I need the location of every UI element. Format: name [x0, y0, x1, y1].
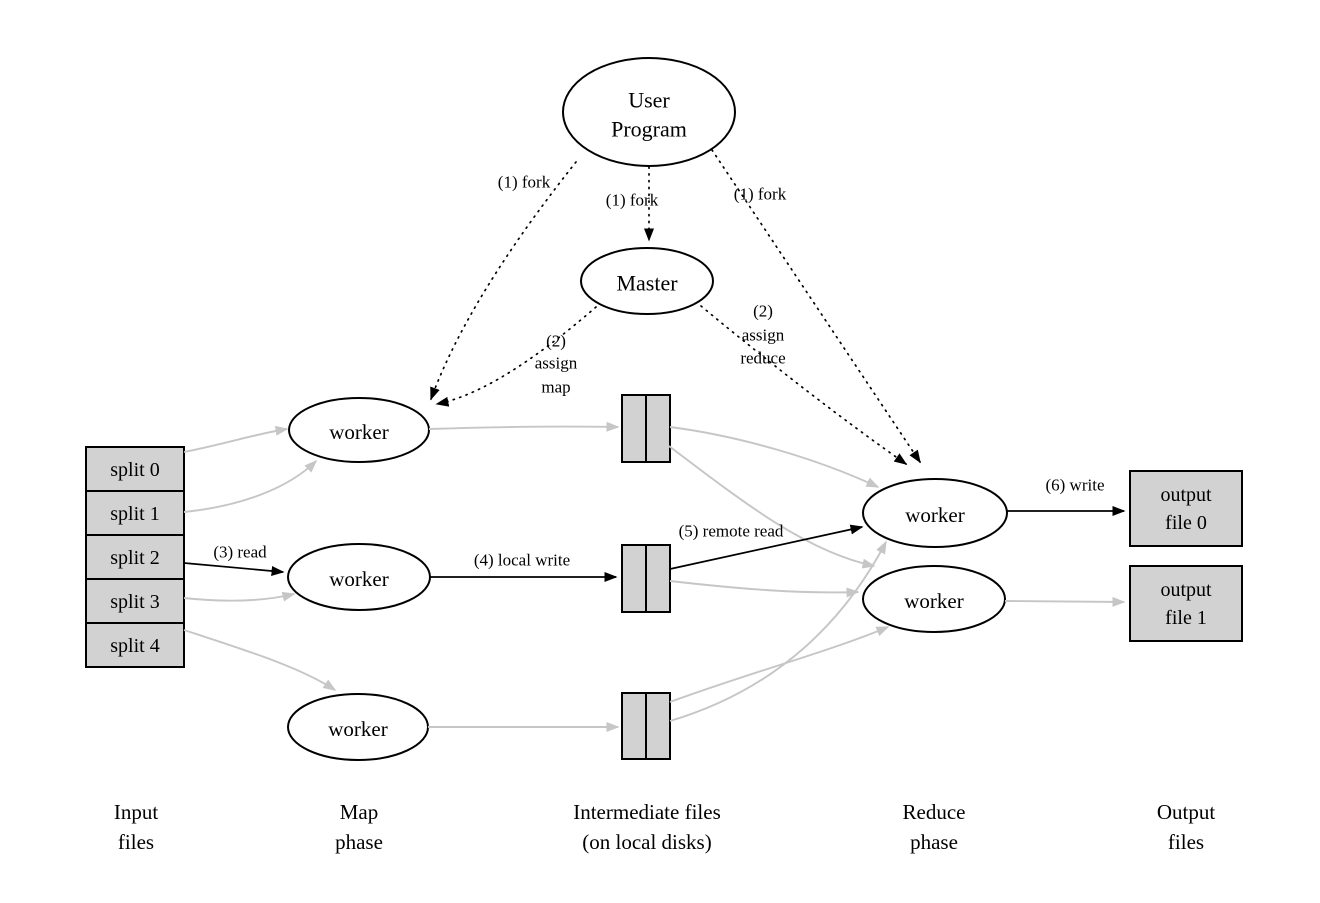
- edge-split0-to-map1: [183, 425, 289, 453]
- master-label: Master: [616, 271, 678, 296]
- edge-read-split2-to-map2: [183, 562, 285, 576]
- output-file-1-label-line2: file 1: [1165, 607, 1207, 629]
- edge-fork-userprogram-to-map1: [430, 161, 577, 401]
- intermediate-file-1: [621, 394, 671, 463]
- edge-split4-to-map3: [183, 629, 337, 691]
- write-label: (6) write: [1045, 476, 1104, 495]
- split-1-label: split 1: [110, 503, 159, 525]
- reduce-worker-2-node: [862, 565, 1006, 633]
- map-worker-1-node: [288, 397, 430, 463]
- phase-input-files-line2: files: [118, 830, 154, 854]
- map-worker-3-label: worker: [328, 717, 387, 741]
- user-program-label-line1: User: [628, 88, 670, 113]
- reduce-worker-2-label: worker: [904, 589, 963, 613]
- phase-output-line2: files: [1168, 830, 1204, 854]
- edge-split3-to-map2: [183, 591, 296, 602]
- phase-map-line2: phase: [335, 830, 383, 854]
- split-4-label: split 4: [110, 635, 159, 657]
- output-file-0-label-line1: output: [1160, 484, 1212, 506]
- assign-map-label-line2: assign: [535, 354, 578, 373]
- assign-reduce-label-line1: (2): [753, 302, 773, 321]
- local-write-label: (4) local write: [474, 551, 570, 570]
- reduce-worker-1-node: [862, 478, 1008, 548]
- reduce-worker-1-label: worker: [905, 503, 964, 527]
- edge-map1-to-intfile1: [428, 421, 620, 432]
- edge-split1-to-map1: [183, 459, 318, 513]
- edge-intfile3-to-reduce2: [669, 626, 890, 703]
- user-program-node: [562, 57, 736, 167]
- split-0-label: split 0: [110, 459, 159, 481]
- split-3-label: split 3: [110, 591, 159, 613]
- output-file-0-label-line2: file 0: [1165, 512, 1207, 534]
- fork-right-label: (1) fork: [734, 185, 787, 204]
- phase-intermediate-line2: (on local disks): [582, 830, 711, 854]
- assign-map-label-line3: map: [541, 378, 570, 397]
- phase-input-files-line1: Input: [114, 800, 158, 824]
- split-box: [85, 578, 185, 624]
- input-splits-stack: [85, 446, 185, 668]
- edge-intfile1-to-reduce1: [669, 426, 880, 488]
- edge-reduce2-to-output1: [1004, 596, 1126, 607]
- user-program-label-line2: Program: [611, 117, 687, 142]
- intermediate-file-2: [621, 544, 671, 613]
- edge-fork-userprogram-to-reduce1: [711, 149, 921, 464]
- phase-reduce-line1: Reduce: [903, 800, 966, 824]
- remote-read-label: (5) remote read: [679, 522, 784, 541]
- assign-map-label-line1: (2): [546, 332, 566, 351]
- split-box: [85, 446, 185, 492]
- edge-assign-reduce-master-to-reduce1: [700, 305, 908, 465]
- map-worker-2-label: worker: [329, 567, 388, 591]
- fork-middle-label: (1) fork: [606, 191, 659, 210]
- output-file-0-box: [1129, 470, 1243, 547]
- edge-intfile1-to-reduce2: [668, 445, 876, 569]
- intermediate-file-3: [621, 692, 671, 760]
- split-box: [85, 490, 185, 536]
- map-worker-1-label: worker: [329, 420, 388, 444]
- edge-remote-read-intfile2-to-reduce1: [669, 524, 864, 570]
- edge-intfile3-to-reduce1: [669, 540, 887, 722]
- split-2-label: split 2: [110, 547, 159, 569]
- assign-reduce-label-line2: assign: [742, 326, 785, 345]
- output-file-1-label-line1: output: [1160, 579, 1212, 601]
- master-node: [580, 247, 714, 315]
- assign-reduce-label-line3: reduce: [740, 349, 785, 368]
- output-file-1-box: [1129, 565, 1243, 642]
- edge-intfile2-to-reduce2: [669, 580, 860, 598]
- read-label: (3) read: [213, 543, 267, 562]
- phase-intermediate-line1: Intermediate files: [573, 800, 721, 824]
- phase-map-line1: Map: [340, 800, 379, 824]
- split-box: [85, 622, 185, 668]
- phase-reduce-line2: phase: [910, 830, 958, 854]
- phase-output-line1: Output: [1157, 800, 1216, 824]
- fork-left-label: (1) fork: [498, 173, 551, 192]
